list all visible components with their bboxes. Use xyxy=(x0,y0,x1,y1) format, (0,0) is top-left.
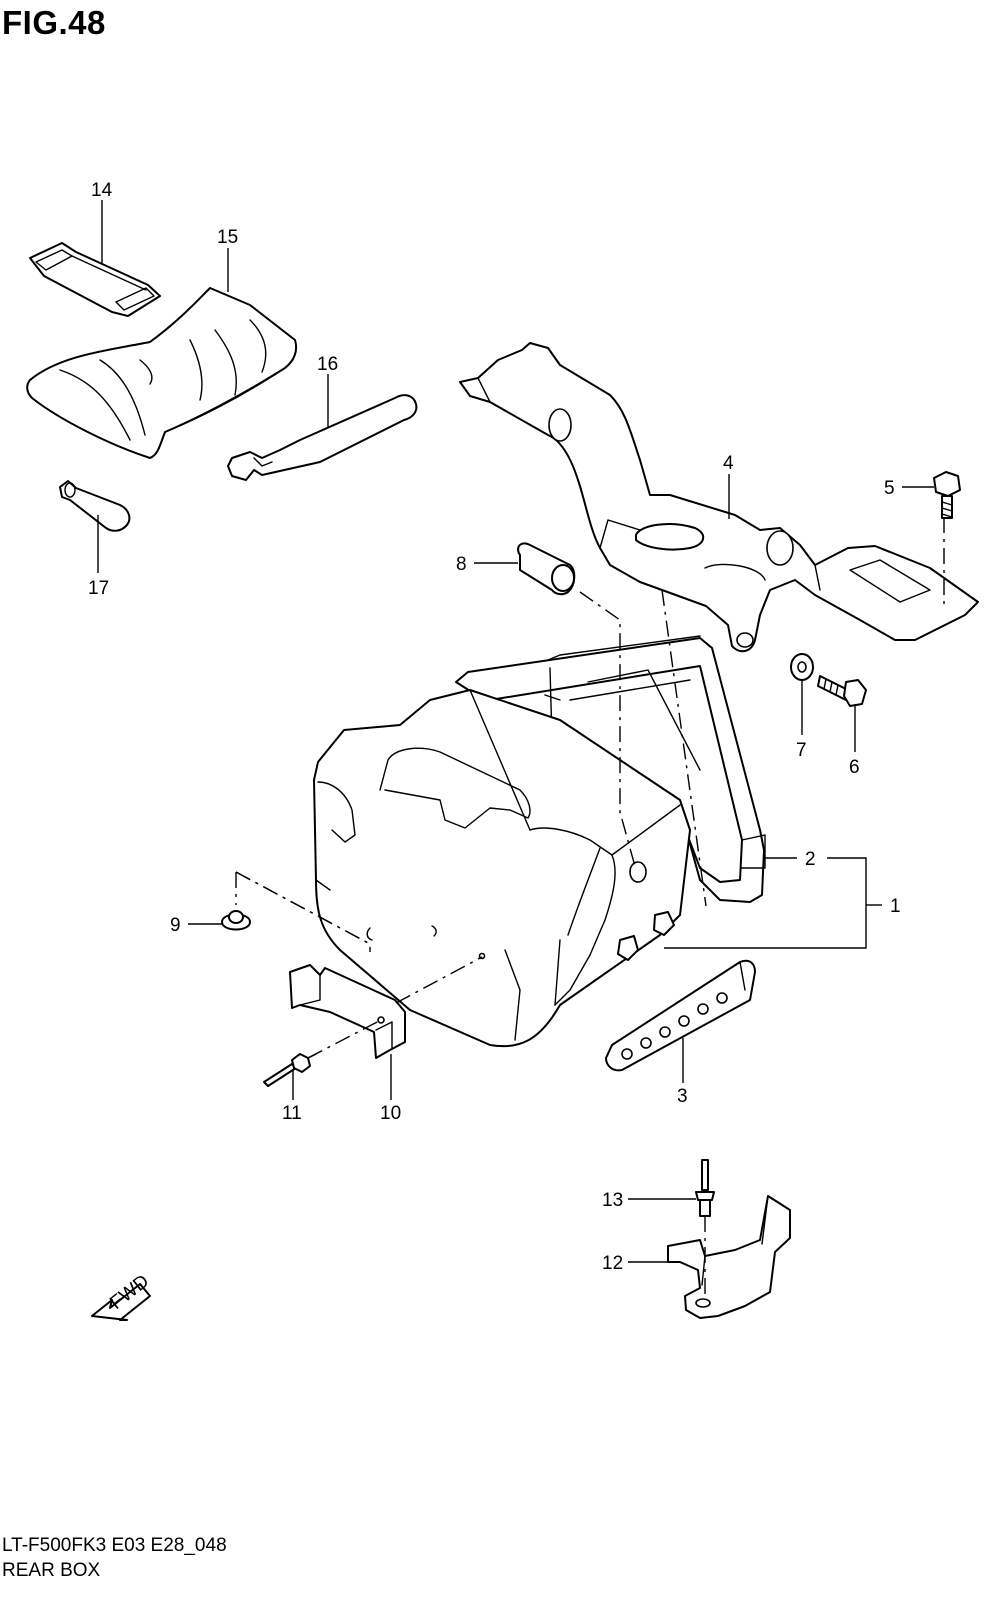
part-8-collar[interactable] xyxy=(517,542,576,596)
callout-15: 15 xyxy=(217,227,238,248)
part-1-box[interactable] xyxy=(313,689,691,1048)
fwd-arrow-icon: FWD xyxy=(91,1271,153,1321)
callout-11: 11 xyxy=(282,1103,302,1124)
part-17-plug[interactable] xyxy=(59,480,131,532)
callout-5: 5 xyxy=(884,478,895,499)
callout-4: 4 xyxy=(723,453,734,474)
part-13-rivet[interactable] xyxy=(695,1159,715,1217)
callout-3: 3 xyxy=(677,1086,688,1107)
part-11-rivet[interactable] xyxy=(263,1053,317,1087)
callout-numbers: 14 15 16 17 4 5 8 7 6 9 2 1 3 11 10 13 1… xyxy=(88,180,901,1274)
callout-17: 17 xyxy=(88,578,109,599)
part-12-bracket[interactable] xyxy=(667,1195,791,1319)
part-14-strap[interactable] xyxy=(29,242,161,317)
callout-8: 8 xyxy=(456,554,467,575)
leader-lines xyxy=(97,200,934,1263)
part-15-cover[interactable] xyxy=(26,287,298,459)
callout-7: 7 xyxy=(796,740,807,761)
figure-name: REAR BOX xyxy=(2,1560,101,1581)
part-5-bolt[interactable] xyxy=(933,471,961,519)
callout-14: 14 xyxy=(91,180,113,201)
part-10-bracket[interactable] xyxy=(289,964,406,1059)
part-4-bracket[interactable] xyxy=(459,342,979,653)
part-16-wrench[interactable] xyxy=(227,394,418,481)
figure-title: FIG.48 xyxy=(2,4,106,41)
callout-6: 6 xyxy=(849,757,860,778)
part-9-grommet[interactable] xyxy=(221,910,251,931)
callout-13: 13 xyxy=(602,1190,623,1211)
callout-16: 16 xyxy=(317,354,338,375)
part-3-plate[interactable] xyxy=(605,959,756,1072)
part-6-bolt[interactable] xyxy=(817,675,867,707)
callout-2: 2 xyxy=(805,849,816,870)
part-7-washer[interactable] xyxy=(790,653,814,681)
callout-9: 9 xyxy=(170,915,181,936)
callout-12: 12 xyxy=(602,1253,623,1274)
callout-10: 10 xyxy=(380,1103,401,1124)
model-code: LT-F500FK3 E03 E28_048 xyxy=(2,1535,227,1556)
callout-1: 1 xyxy=(890,896,901,917)
